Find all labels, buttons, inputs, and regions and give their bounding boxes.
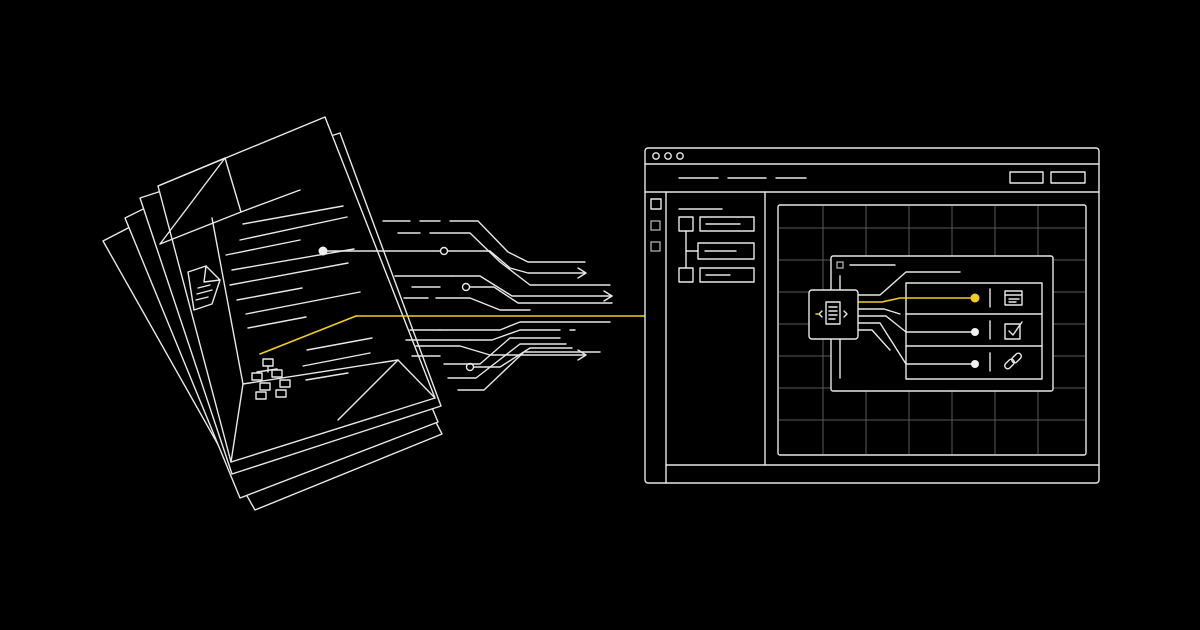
link-icon (1004, 352, 1022, 370)
rail-icon-2 (650, 220, 661, 231)
arrow-head-2 (603, 290, 613, 302)
rail-icon-1 (650, 198, 662, 210)
document-processor-icon (808, 289, 859, 340)
rail-icon-3 (650, 241, 661, 252)
sidebar-tree (678, 208, 755, 283)
toolbar-button-2 (1050, 171, 1086, 184)
document-stack-icon (102, 116, 443, 511)
form-icon (1004, 290, 1023, 306)
file-icon (187, 265, 221, 311)
window-dots-icon (652, 152, 684, 160)
output-node-2 (971, 328, 979, 336)
node-card-icon (836, 261, 844, 269)
checkbox-icon (1004, 321, 1023, 340)
app-window (644, 147, 1100, 484)
output-list (905, 282, 1043, 380)
highlight-extract-line (259, 315, 357, 355)
org-chart-icon (251, 358, 291, 400)
toolbar-button-1 (1009, 171, 1044, 184)
output-node-3 (971, 360, 979, 368)
canvas-panel (777, 204, 1087, 456)
arrow-head-1 (577, 267, 587, 279)
branch-lines (857, 271, 976, 365)
page-text-lines (225, 189, 373, 381)
output-node-active (970, 293, 980, 303)
